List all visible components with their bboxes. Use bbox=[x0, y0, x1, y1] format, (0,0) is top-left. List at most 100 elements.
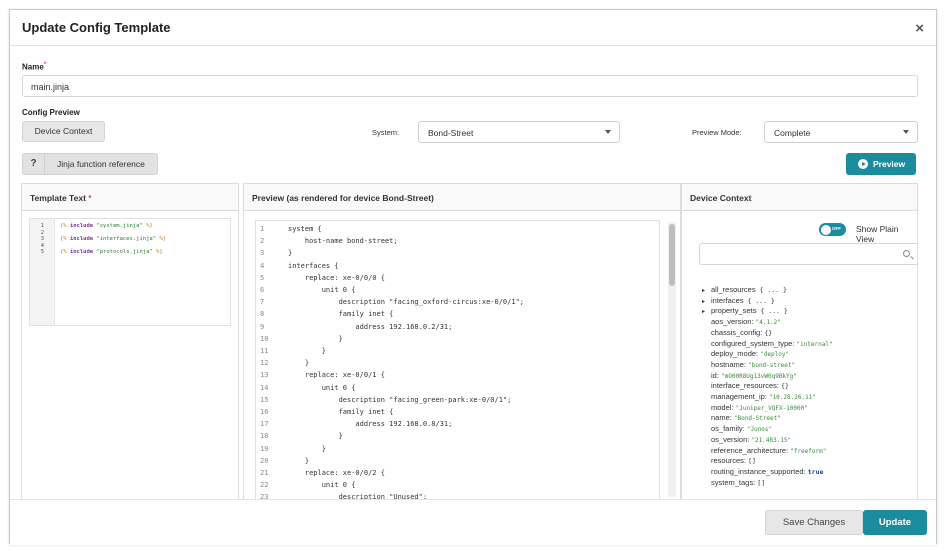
context-key: chassis_config: bbox=[711, 327, 765, 337]
expand-arrow-icon[interactable]: ▸ bbox=[702, 298, 706, 305]
preview-code-text: host-name bond-street; bbox=[288, 237, 398, 246]
chevron-down-icon bbox=[605, 130, 611, 134]
line-number: 18 bbox=[260, 432, 269, 441]
config-preview-label: Config Preview bbox=[22, 108, 80, 117]
preview-code-text: } bbox=[288, 456, 310, 465]
context-tree-item: hostname: "bond-street" bbox=[702, 360, 795, 371]
preview-line: 12 } bbox=[256, 357, 659, 369]
search-icon bbox=[903, 250, 910, 257]
line-number: 8 bbox=[260, 310, 265, 319]
preview-code-text: replace: xe-0/0/1 { bbox=[288, 371, 385, 380]
line-number: 3 bbox=[40, 236, 44, 242]
preview-code-text: } bbox=[288, 432, 343, 441]
context-value: "10.28.26.11" bbox=[768, 394, 816, 401]
preview-line: 18 } bbox=[256, 430, 659, 442]
preview-code-text: unit 0 { bbox=[288, 383, 356, 392]
line-number: 17 bbox=[260, 420, 269, 429]
preview-line: 2 host-name bond-street; bbox=[256, 235, 659, 247]
preview-line: 21 replace: xe-0/0/2 { bbox=[256, 467, 659, 479]
system-select[interactable]: Bond-Street bbox=[418, 121, 620, 143]
context-key: interface_resources: bbox=[711, 381, 782, 391]
update-config-template-dialog: Update Config Template × Name* main.jinj… bbox=[9, 9, 937, 545]
name-input[interactable]: main.jinja bbox=[22, 75, 918, 97]
context-value: {} bbox=[781, 382, 789, 391]
context-tree-item[interactable]: ▸property_sets { ... } bbox=[702, 306, 788, 317]
line-number: 22 bbox=[260, 481, 269, 490]
close-icon[interactable]: × bbox=[915, 20, 924, 37]
context-tree-item: reference_architecture: "freeform" bbox=[702, 446, 826, 457]
context-value: true bbox=[807, 467, 824, 476]
context-tree-item: model: "Juniper_VQFX-10000" bbox=[702, 403, 808, 414]
preview-line: 14 unit 0 { bbox=[256, 382, 659, 394]
preview-line: 5 replace: xe-0/0/0 { bbox=[256, 272, 659, 284]
context-value: "21.4R3.15" bbox=[751, 436, 792, 444]
line-number: 11 bbox=[260, 347, 269, 355]
context-tree-item[interactable]: ▸interfaces { ... } bbox=[702, 296, 775, 307]
context-value: "Juniper_VQFX-10000" bbox=[735, 404, 808, 412]
preview-code-text: replace: xe-0/0/0 { bbox=[288, 273, 385, 282]
save-changes-button[interactable]: Save Changes bbox=[765, 510, 863, 535]
template-code: {% include "system.jinja" %} bbox=[60, 223, 153, 230]
context-key: interfaces bbox=[711, 295, 744, 305]
preview-code-text: description "facing_oxford-circus:xe-0/0… bbox=[288, 298, 525, 307]
device-context-header: Device Context bbox=[682, 184, 917, 211]
jinja-string: "protocols.jinja" bbox=[96, 249, 157, 255]
preview-line: 7 description "facing_oxford-circus:xe-0… bbox=[256, 296, 659, 308]
scrollbar-thumb[interactable] bbox=[669, 224, 675, 286]
chevron-down-icon bbox=[903, 130, 909, 134]
context-tree-item[interactable]: ▸all_resources { ... } bbox=[702, 285, 787, 296]
plain-view-label: Show Plain View bbox=[856, 224, 899, 244]
line-number: 21 bbox=[260, 469, 269, 477]
jinja-function-reference-button[interactable]: ? Jinja function reference bbox=[22, 153, 158, 175]
device-context-button[interactable]: Device Context bbox=[22, 121, 105, 142]
context-key: property_sets bbox=[711, 306, 757, 316]
preview-line: 20 } bbox=[256, 455, 659, 467]
context-key: model: bbox=[711, 402, 736, 412]
plain-view-toggle[interactable]: OFF bbox=[819, 223, 846, 236]
preview-line: 9 address 192.168.0.2/31; bbox=[256, 321, 659, 333]
template-text-panel: Template Text * 1{% include "system.jinj… bbox=[21, 183, 239, 500]
update-button[interactable]: Update bbox=[863, 510, 927, 535]
jinja-delimiter: {% bbox=[60, 223, 70, 229]
context-value: [] bbox=[748, 457, 756, 466]
preview-line: 8 family inet { bbox=[256, 308, 659, 320]
context-value: "internal" bbox=[796, 340, 833, 348]
jinja-delimiter: %} bbox=[146, 223, 153, 229]
template-line: 3{% include "interfaces.jinja" %} bbox=[30, 236, 230, 243]
line-number: 6 bbox=[260, 286, 265, 294]
expand-arrow-icon[interactable]: ▸ bbox=[702, 309, 706, 316]
line-number: 2 bbox=[40, 229, 44, 236]
line-number: 16 bbox=[260, 408, 269, 416]
jinja-delimiter: {% bbox=[60, 236, 70, 242]
context-search-input[interactable] bbox=[699, 243, 917, 265]
context-tree-item: chassis_config: {} bbox=[702, 328, 772, 339]
preview-line: 19 } bbox=[256, 443, 659, 455]
context-key: os_version: bbox=[711, 434, 752, 444]
preview-code-text: } bbox=[288, 444, 326, 453]
context-key: id: bbox=[711, 370, 722, 380]
preview-header: Preview (as rendered for device Bond-Str… bbox=[244, 184, 680, 211]
line-number: 9 bbox=[260, 322, 265, 331]
jinja-string: "interfaces.jinja" bbox=[96, 236, 160, 242]
context-key: deploy_mode: bbox=[711, 349, 761, 359]
context-value: {} bbox=[764, 328, 773, 337]
context-value: "bond-street" bbox=[748, 361, 796, 369]
preview-line: 13 replace: xe-0/0/1 { bbox=[256, 369, 659, 381]
preview-mode-select[interactable]: Complete bbox=[764, 121, 918, 143]
expand-arrow-icon[interactable]: ▸ bbox=[702, 288, 706, 294]
preview-line: 22 unit 0 { bbox=[256, 479, 659, 491]
preview-line: 23 description "Unused"; bbox=[256, 491, 659, 499]
preview-code-text: description "facing_green-park:xe-0/0/1"… bbox=[288, 395, 512, 404]
context-value: "4.1.2" bbox=[755, 319, 781, 327]
line-number: 4 bbox=[40, 242, 44, 249]
line-number: 3 bbox=[260, 249, 265, 258]
preview-scrollbar[interactable] bbox=[668, 222, 676, 497]
preview-button[interactable]: Preview bbox=[846, 153, 916, 175]
toggle-knob bbox=[820, 224, 831, 235]
context-key: reference_architecture: bbox=[711, 445, 791, 455]
line-number: 5 bbox=[40, 249, 44, 255]
line-number: 19 bbox=[260, 444, 269, 453]
preview-code-text: } bbox=[288, 334, 343, 343]
